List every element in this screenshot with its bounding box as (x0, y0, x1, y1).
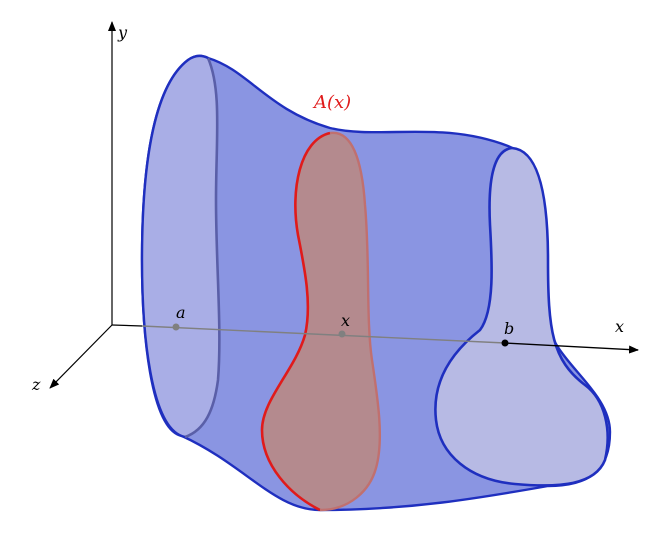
point-a-label: a (176, 303, 186, 322)
cross-section-back-edge (319, 131, 382, 512)
cross-section-label: A(x) (312, 92, 351, 113)
x-axis-label: x (615, 317, 624, 336)
point-x (338, 330, 346, 338)
point-x-label: x (341, 311, 350, 330)
z-axis (49, 324, 113, 389)
left-end-cap (142, 55, 220, 437)
right-end-cap (434, 146, 609, 487)
point-a (172, 323, 180, 331)
cross-section-area (262, 132, 380, 510)
x-axis-center-line (141, 325, 506, 344)
y-axis-label: y (117, 23, 128, 42)
left-end-cap-edge (184, 57, 221, 439)
point-b-label: b (504, 319, 514, 338)
x-axis-far-segment (504, 342, 639, 354)
z-axis-label: z (31, 375, 41, 394)
cross-section-front-edge (260, 131, 331, 512)
point-b (501, 339, 509, 347)
left-end-cap-outline (140, 54, 209, 439)
x-axis-near-segment (111, 324, 143, 327)
